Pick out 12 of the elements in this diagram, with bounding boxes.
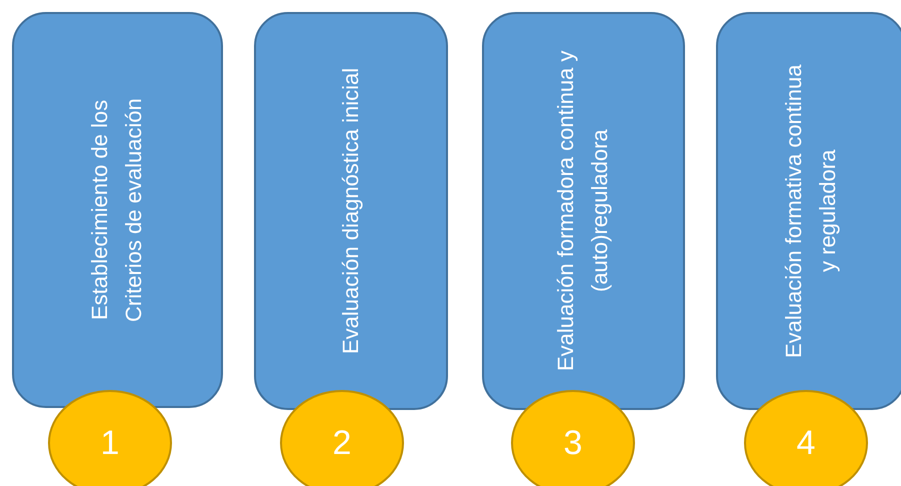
step-number: 3 <box>564 424 582 462</box>
process-box <box>482 12 685 410</box>
process-box <box>254 12 448 410</box>
process-box <box>12 12 223 408</box>
box-label: Evaluación formadora continua y (auto)reguladora <box>552 50 614 374</box>
step-number: 1 <box>100 424 120 462</box>
step-number: 4 <box>796 424 816 462</box>
box-label: Evaluación formativa continua y reguladora <box>780 63 841 360</box>
process-box <box>716 12 901 410</box>
box-label: Establecimiento de los Criterios de evaluación <box>86 97 148 324</box>
step-number: 2 <box>332 424 352 462</box>
box-label: Evaluación diagnóstica inicial <box>336 66 364 356</box>
